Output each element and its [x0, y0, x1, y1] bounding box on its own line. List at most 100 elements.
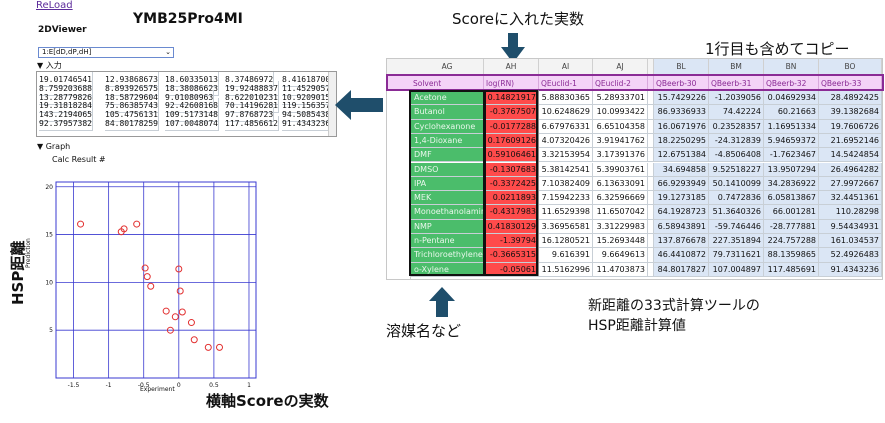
- value-cell[interactable]: 6.05813867: [764, 191, 819, 206]
- value-cell[interactable]: -24.312839: [709, 133, 764, 149]
- value-cell[interactable]: 117.485691: [764, 262, 819, 277]
- column-header[interactable]: AJ: [593, 59, 648, 75]
- value-cell[interactable]: 3.31229983: [593, 219, 648, 234]
- value-cell[interactable]: 5.38142541: [539, 162, 593, 177]
- value-cell[interactable]: 11.4703873: [593, 262, 648, 277]
- value-cell[interactable]: [648, 133, 654, 149]
- value-cell[interactable]: [648, 148, 654, 163]
- value-cell[interactable]: 66.001281: [764, 205, 819, 220]
- graph-section-toggle[interactable]: ▼ Graph: [37, 142, 71, 151]
- value-cell[interactable]: 21.6952146: [819, 133, 882, 149]
- header-cell[interactable]: log(RN): [484, 76, 539, 91]
- value-cell[interactable]: 6.67976331: [539, 119, 593, 134]
- value-cell[interactable]: 5.28933701: [593, 91, 648, 106]
- column-header[interactable]: BM: [709, 59, 764, 75]
- value-cell[interactable]: 50.1410099: [709, 176, 764, 192]
- value-cell[interactable]: 107.004897: [709, 262, 764, 277]
- value-cell[interactable]: 15.7429226: [654, 91, 709, 106]
- value-cell[interactable]: [648, 119, 654, 134]
- value-cell[interactable]: [648, 191, 654, 206]
- value-cell[interactable]: 34.694858: [654, 162, 709, 177]
- value-cell[interactable]: 7.15942233: [539, 191, 593, 206]
- value-cell[interactable]: 9.6649613: [593, 248, 648, 263]
- header-cell[interactable]: QBeerb-30: [654, 76, 709, 91]
- value-cell[interactable]: 6.32596669: [593, 191, 648, 206]
- value-cell[interactable]: 5.94659372: [764, 133, 819, 149]
- header-cell[interactable]: QBeerb-33: [819, 76, 882, 91]
- value-cell[interactable]: [648, 91, 654, 106]
- value-cell[interactable]: 0.23528357: [709, 119, 764, 134]
- value-cell[interactable]: 84.8017827: [654, 262, 709, 277]
- value-cell[interactable]: 5.88830365: [539, 91, 593, 106]
- value-cell[interactable]: [648, 234, 654, 249]
- value-cell[interactable]: 18.2250295: [654, 133, 709, 149]
- value-cell[interactable]: 88.1359865: [764, 248, 819, 263]
- value-cell[interactable]: 15.2693448: [593, 234, 648, 249]
- value-cell[interactable]: 6.13633091: [593, 176, 648, 192]
- column-header[interactable]: AI: [539, 59, 593, 75]
- column-header[interactable]: AH: [484, 59, 539, 75]
- value-cell[interactable]: 11.6529398: [539, 205, 593, 220]
- value-cell[interactable]: 27.9972667: [819, 176, 882, 192]
- value-cell[interactable]: 6.58943891: [654, 219, 709, 234]
- value-cell[interactable]: [648, 262, 654, 277]
- value-cell[interactable]: 46.4410872: [654, 248, 709, 263]
- value-cell[interactable]: 19.1273185: [654, 191, 709, 206]
- value-cell[interactable]: 79.7311621: [709, 248, 764, 263]
- value-cell[interactable]: 52.4926483: [819, 248, 882, 263]
- column-header[interactable]: BL: [654, 59, 709, 75]
- value-cell[interactable]: 6.65104358: [593, 119, 648, 134]
- value-cell[interactable]: 32.4451361: [819, 191, 882, 206]
- value-cell[interactable]: 74.42224: [709, 105, 764, 120]
- value-cell[interactable]: 137.876678: [654, 234, 709, 249]
- value-cell[interactable]: [648, 248, 654, 263]
- value-cell[interactable]: 14.5424854: [819, 148, 882, 163]
- value-cell[interactable]: -59.746446: [709, 219, 764, 234]
- value-cell[interactable]: 11.6507042: [593, 205, 648, 220]
- input-scrollbar[interactable]: [328, 72, 336, 136]
- value-cell[interactable]: -4.8506408: [709, 148, 764, 163]
- value-cell[interactable]: 3.32153954: [539, 148, 593, 163]
- value-cell[interactable]: 16.0671976: [654, 119, 709, 134]
- value-cell[interactable]: 91.4343236: [819, 262, 882, 277]
- value-cell[interactable]: -1.7623467: [764, 148, 819, 163]
- header-cell[interactable]: Solvent: [387, 76, 484, 91]
- value-cell[interactable]: 51.3640326: [709, 205, 764, 220]
- value-cell[interactable]: 26.4964282: [819, 162, 882, 177]
- value-cell[interactable]: 19.7606726: [819, 119, 882, 134]
- value-cell[interactable]: 66.9293949: [654, 176, 709, 192]
- value-cell[interactable]: 3.36956581: [539, 219, 593, 234]
- value-cell[interactable]: [648, 205, 654, 220]
- value-cell[interactable]: 9.616391: [539, 248, 593, 263]
- value-cell[interactable]: [648, 176, 654, 192]
- value-cell[interactable]: 28.4892425: [819, 91, 882, 106]
- value-cell[interactable]: 3.17391376: [593, 148, 648, 163]
- reload-link[interactable]: ReLoad: [36, 0, 73, 11]
- value-cell[interactable]: 34.2836922: [764, 176, 819, 192]
- value-cell[interactable]: 227.351894: [709, 234, 764, 249]
- mode-select[interactable]: 1:E[dD,dP,dH] ⌄: [38, 47, 174, 58]
- value-cell[interactable]: 1.16951334: [764, 119, 819, 134]
- value-cell[interactable]: 9.54434931: [819, 219, 882, 234]
- value-cell[interactable]: 0.04692934: [764, 91, 819, 106]
- value-cell[interactable]: 39.1382684: [819, 105, 882, 120]
- value-cell[interactable]: 161.034537: [819, 234, 882, 249]
- value-cell[interactable]: 13.9507294: [764, 162, 819, 177]
- value-cell[interactable]: 4.07320426: [539, 133, 593, 149]
- value-cell[interactable]: 86.9336933: [654, 105, 709, 120]
- value-cell[interactable]: 10.0993422: [593, 105, 648, 120]
- value-cell[interactable]: 64.1928723: [654, 205, 709, 220]
- value-cell[interactable]: 10.6248629: [539, 105, 593, 120]
- value-cell[interactable]: 11.5162996: [539, 262, 593, 277]
- header-cell[interactable]: QEuclid-1: [539, 76, 593, 91]
- header-cell[interactable]: QBeerb-32: [764, 76, 819, 91]
- value-cell[interactable]: -1.2039056: [709, 91, 764, 106]
- column-header[interactable]: BN: [764, 59, 819, 75]
- value-cell[interactable]: 9.52518227: [709, 162, 764, 177]
- header-cell[interactable]: QEuclid-2: [593, 76, 648, 91]
- column-header[interactable]: AG: [387, 59, 484, 75]
- value-cell[interactable]: 5.39903761: [593, 162, 648, 177]
- value-cell[interactable]: [648, 105, 654, 120]
